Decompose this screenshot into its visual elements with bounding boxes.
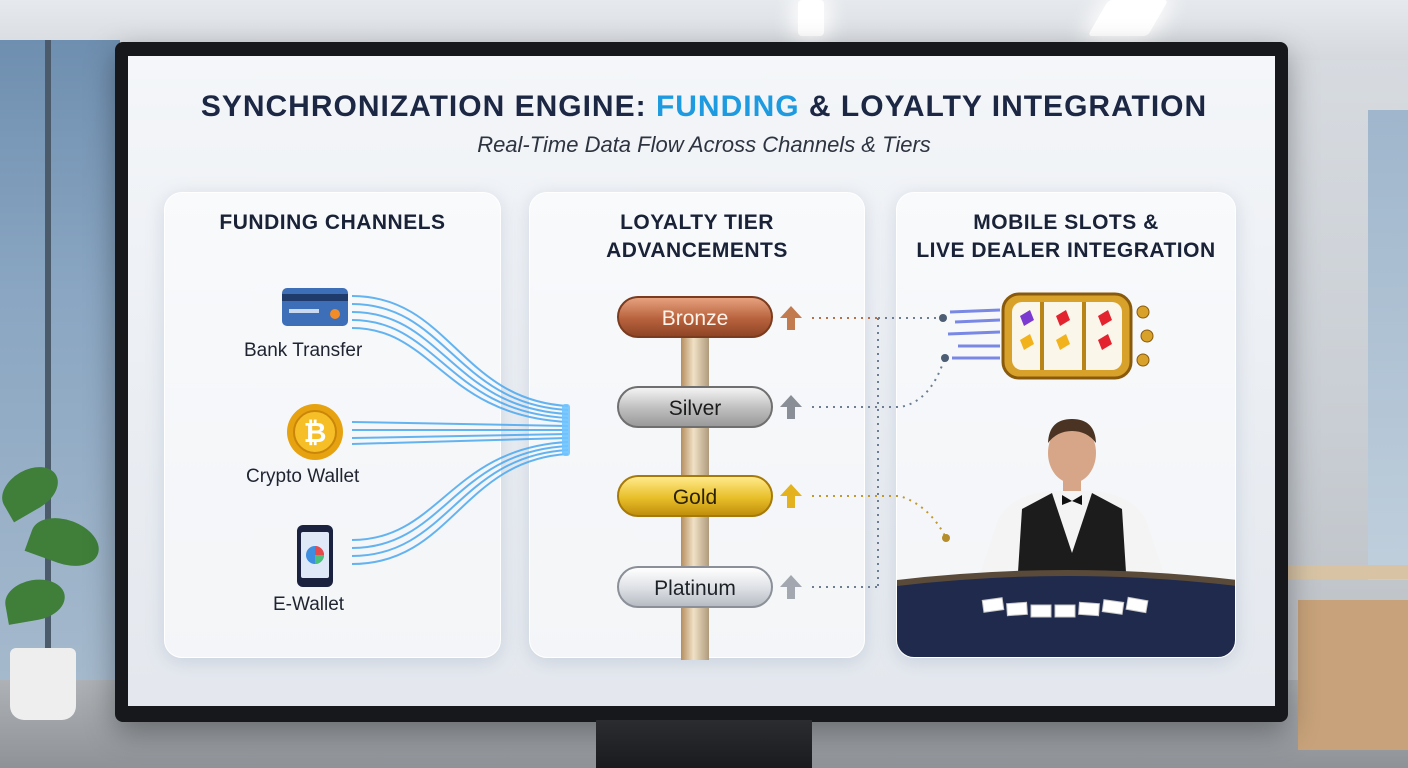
title-part: & LOYALTY INTEGRATION bbox=[799, 90, 1208, 123]
office-window bbox=[1368, 110, 1408, 580]
title-highlight: FUNDING bbox=[655, 90, 800, 123]
tier-bronze: Bronze bbox=[617, 296, 773, 338]
svg-text:₿: ₿ bbox=[304, 416, 327, 449]
funding-panel-title: FUNDING CHANNELS bbox=[219, 211, 446, 234]
integration-panel-title-line1: MOBILE SLOTS & bbox=[973, 211, 1159, 234]
page-title: SYNCHRONIZATION ENGINE: FUNDING & LOYALT… bbox=[0, 90, 1408, 124]
credit-card-icon bbox=[282, 288, 348, 326]
office-cabinet bbox=[1298, 600, 1408, 750]
channel-label-crypto-wallet: Crypto Wallet bbox=[246, 466, 360, 487]
loyalty-panel-title-line1: LOYALTY TIER bbox=[620, 211, 774, 234]
tier-gold: Gold bbox=[617, 475, 773, 517]
tier-platinum: Platinum bbox=[617, 566, 773, 608]
title-part: SYNCHRONIZATION ENGINE: bbox=[200, 90, 656, 123]
page-subtitle: Real-Time Data Flow Across Channels & Ti… bbox=[477, 132, 931, 157]
loyalty-panel-title-line2: ADVANCEMENTS bbox=[606, 239, 788, 262]
tier-silver: Silver bbox=[617, 386, 773, 428]
channel-label-bank-transfer: Bank Transfer bbox=[244, 340, 363, 361]
integration-panel: MOBILE SLOTS & LIVE DEALER INTEGRATION bbox=[896, 192, 1236, 658]
ceiling-light bbox=[798, 0, 824, 36]
bitcoin-icon: ₿ bbox=[287, 404, 343, 460]
smartphone-icon bbox=[297, 525, 333, 587]
monitor-stand bbox=[596, 720, 812, 768]
channel-label-e-wallet: E-Wallet bbox=[273, 594, 345, 615]
live-dealer-illustration bbox=[897, 419, 1235, 657]
integration-panel-title-line2: LIVE DEALER INTEGRATION bbox=[916, 239, 1216, 262]
office-window bbox=[0, 40, 120, 680]
plant-pot bbox=[10, 648, 76, 720]
office-desk bbox=[1288, 565, 1408, 579]
slot-machine-icon bbox=[947, 292, 1154, 380]
